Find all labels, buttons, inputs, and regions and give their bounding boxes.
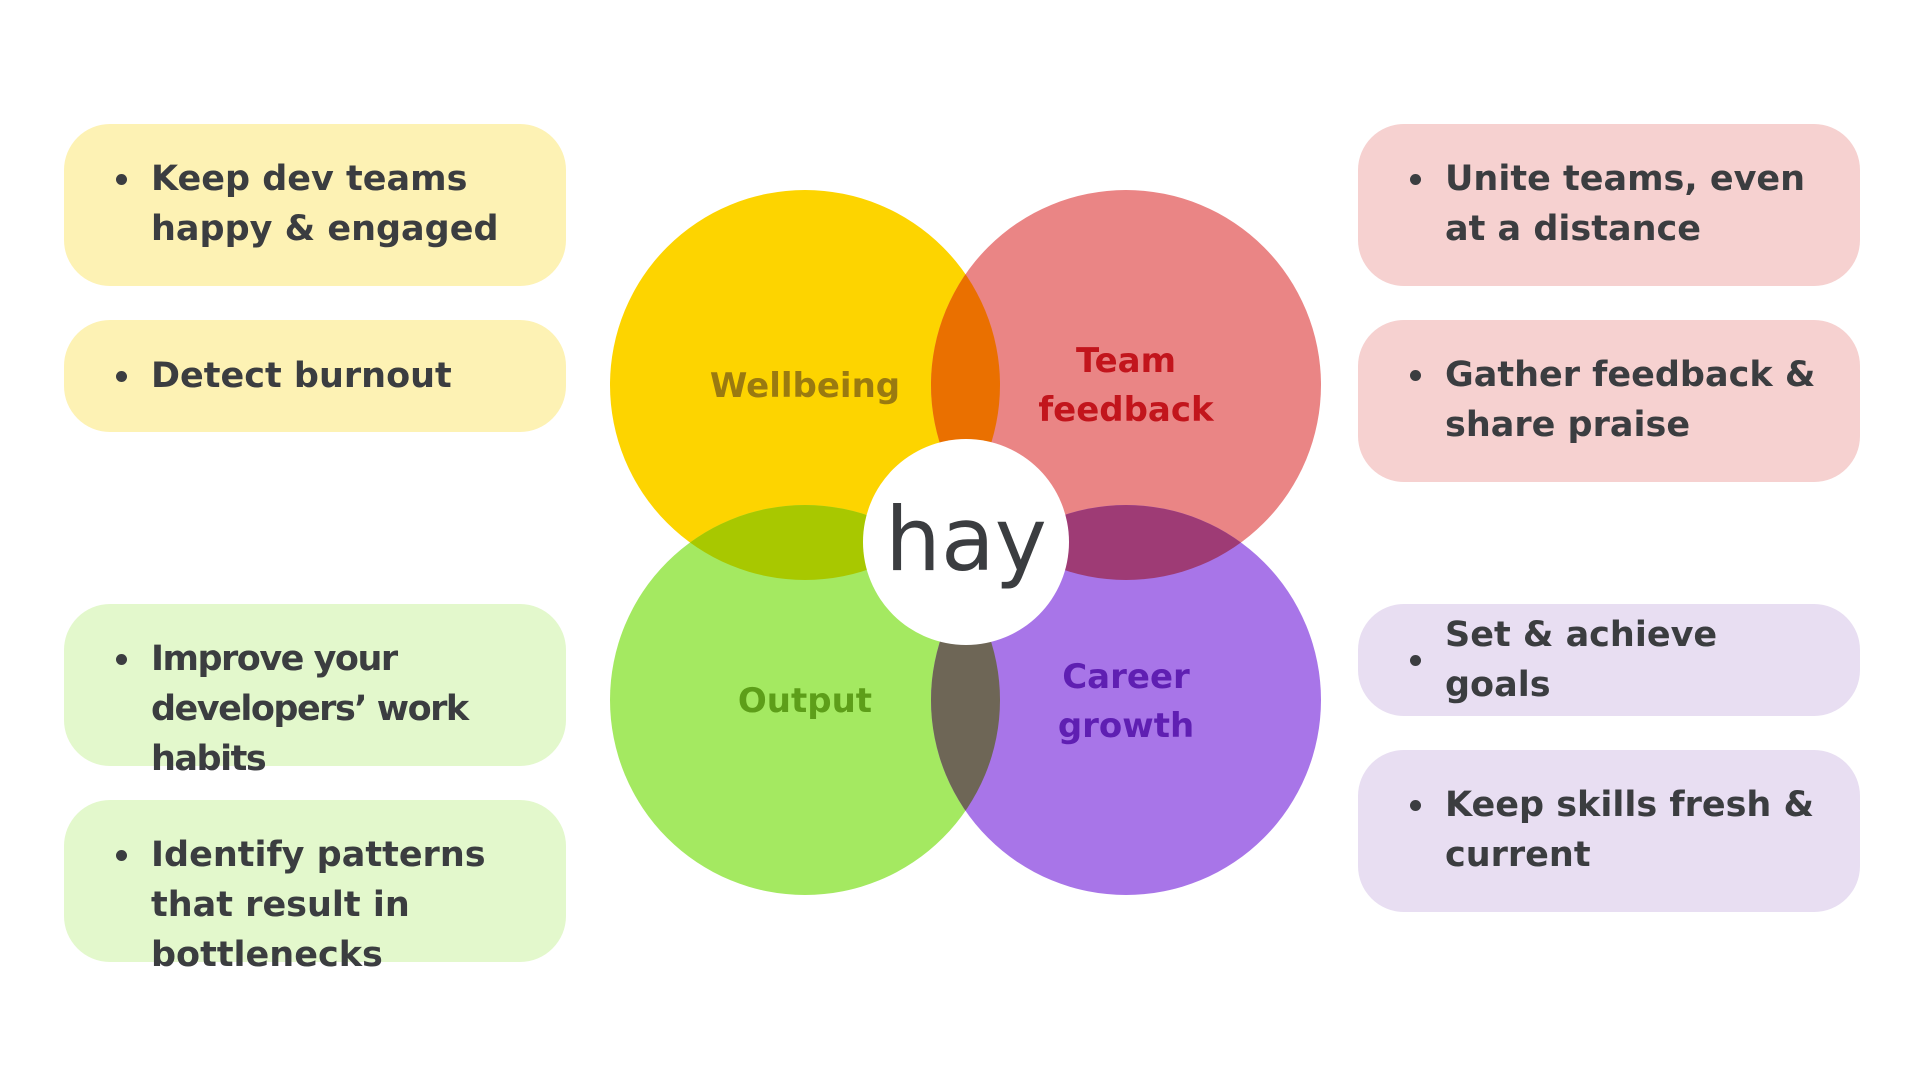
bullet-icon <box>116 174 127 185</box>
card-set-goals: Set & achieve goals <box>1358 604 1860 716</box>
card-text: Keep skills fresh & current <box>1445 785 1815 875</box>
card-keep-skills-fresh: Keep skills fresh & current <box>1358 750 1860 912</box>
team-feedback-label-line-1: Team <box>1076 341 1176 381</box>
card-text: Keep dev teams happy & engaged <box>151 159 499 249</box>
card-unite-teams: Unite teams, even at a distance <box>1358 124 1860 286</box>
team-feedback-label-line-2: feedback <box>1038 390 1215 430</box>
bullet-icon <box>1410 654 1421 666</box>
card-identify-bottlenecks: Identify patterns that result in bottlen… <box>64 800 566 975</box>
card-keep-dev-teams-happy: Keep dev teams happy & engaged <box>64 124 566 286</box>
card-text: Improve your developers’ work habits <box>151 639 469 779</box>
card-improve-work-habits: Improve your developers’ work habits <box>64 604 566 779</box>
card-text: Gather feedback & share praise <box>1445 355 1816 445</box>
bullet-icon <box>116 370 127 382</box>
career-growth-label-line-1: Career <box>1062 657 1190 697</box>
bullet-icon <box>1410 174 1421 185</box>
card-text: Detect burnout <box>151 356 452 396</box>
card-gather-feedback: Gather feedback & share praise <box>1358 320 1860 482</box>
card-detect-burnout: Detect burnout <box>64 320 566 432</box>
center-logo-text: hay <box>885 488 1047 591</box>
center-circle <box>863 439 1069 645</box>
output-label: Output <box>738 681 872 721</box>
career-growth-label-line-2: growth <box>1058 706 1194 746</box>
card-text: Set & achieve goals <box>1445 615 1718 705</box>
bullet-icon <box>116 850 127 861</box>
card-text: Identify patterns that result in bottlen… <box>151 835 486 975</box>
bullet-icon <box>1410 800 1421 811</box>
card-text: Unite teams, even at a distance <box>1445 159 1806 249</box>
bullet-icon <box>1410 370 1421 381</box>
wellbeing-label: Wellbeing <box>710 366 900 406</box>
bullet-icon <box>116 654 127 665</box>
